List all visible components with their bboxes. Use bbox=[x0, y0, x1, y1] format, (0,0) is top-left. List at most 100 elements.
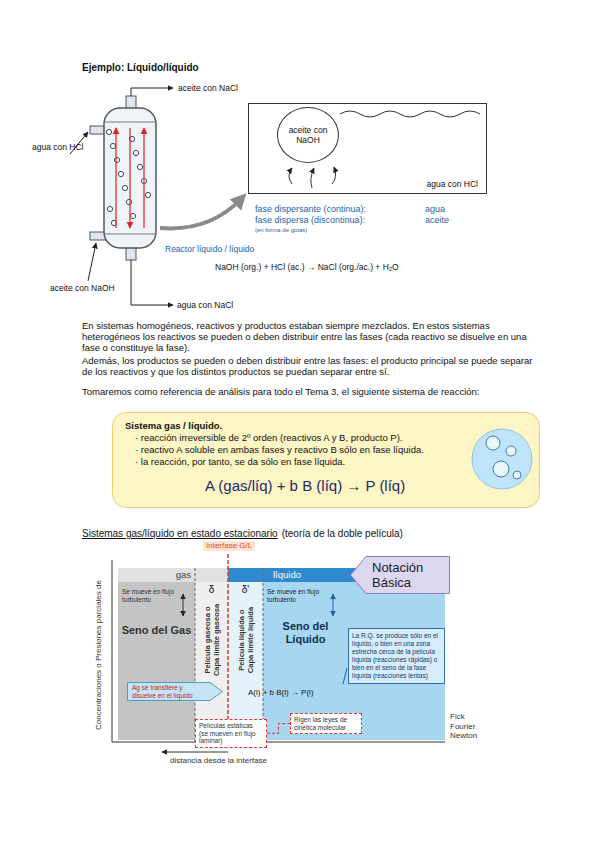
leader-line bbox=[131, 88, 173, 96]
node-text: δ bbox=[195, 584, 228, 595]
node-text: La R.Q. se produce sólo en el líquido, o… bbox=[352, 632, 441, 680]
phase-note: (en forma de gotas) bbox=[255, 227, 307, 234]
flow-arrow bbox=[116, 128, 144, 228]
section-heading: Sistemas gas/líquido en estado estaciona… bbox=[82, 528, 278, 539]
interface-wave bbox=[332, 167, 336, 184]
flow-arrow bbox=[129, 128, 130, 228]
flow-double-arrow bbox=[333, 594, 334, 616]
phase-region bbox=[263, 582, 445, 740]
phase-note: agua bbox=[425, 204, 445, 215]
phase-region bbox=[118, 582, 195, 740]
note-box: Rigen las leyes de cinética molecular bbox=[290, 713, 362, 734]
node-text: Ag se transfiere y disuelve en el líquid… bbox=[132, 684, 207, 699]
reactor-vessel bbox=[90, 96, 156, 260]
phase-note: aceite bbox=[425, 215, 449, 226]
node-text: Película gaseosa o Capa límite gaseosa bbox=[203, 600, 220, 680]
axis bbox=[112, 560, 445, 752]
stream-label: agua con NaCl bbox=[177, 300, 233, 311]
oil-droplet bbox=[114, 157, 119, 162]
leader-line bbox=[70, 88, 173, 305]
node-text: · la reacción, por tanto, se da sólo en … bbox=[125, 456, 465, 468]
interface-wave bbox=[311, 168, 314, 188]
stream-label: aceite con NaOH bbox=[50, 283, 115, 294]
zoom-box: agua con HCl aceite con NaOH bbox=[248, 103, 487, 194]
axis bbox=[112, 742, 445, 743]
stream-label: aceite con NaCl bbox=[178, 83, 238, 94]
zoom-arrow bbox=[160, 198, 242, 228]
section-heading: (teoría de la doble película) bbox=[282, 528, 403, 539]
node-text: Se mueve en flujo turbulento bbox=[122, 588, 177, 603]
law-names: Fick Fourier Newton bbox=[450, 712, 490, 741]
notation-arrow: Notación Básica bbox=[350, 556, 450, 594]
film-boundary bbox=[263, 568, 264, 742]
reactor-vessel bbox=[104, 234, 156, 235]
bubble-icon bbox=[486, 436, 500, 450]
arrow-shape bbox=[128, 683, 223, 701]
node-text: Se mueve en flujo turbulento bbox=[267, 588, 325, 603]
phase-region bbox=[195, 582, 228, 740]
gas-film-band: δPelícula gaseosa o Capa límite gaseosa bbox=[195, 583, 228, 740]
node-text: A (gas/líq) + b B (líq) → P (líq) bbox=[125, 477, 465, 495]
node-text: δ' bbox=[228, 584, 263, 595]
paragraph: En sistemas homogéneos, reactivos y prod… bbox=[82, 320, 540, 353]
flow-double-arrow bbox=[343, 668, 347, 684]
flow-arrow bbox=[143, 128, 144, 228]
axis-label: distancia desde la interfase bbox=[170, 756, 267, 766]
interface-line bbox=[228, 554, 229, 745]
node-text: Seno del Gas bbox=[118, 624, 195, 637]
node-text: líquido bbox=[273, 569, 301, 581]
flow-double-arrow bbox=[183, 594, 347, 684]
interface-line bbox=[227, 554, 229, 745]
bubble-icon bbox=[472, 429, 532, 489]
leader-line bbox=[131, 260, 173, 305]
page-title: Ejemplo: Líquido/líquido bbox=[82, 62, 199, 73]
node-text: Notación Básica bbox=[372, 560, 444, 590]
oil-droplet bbox=[133, 150, 138, 155]
node-text: Películas estáticas (se mueven en flujo … bbox=[199, 722, 263, 745]
liquid-film-band: δ' Película líquida o Capa límite líquida bbox=[228, 583, 263, 740]
callout-box: La R.Q. se produce sólo en el líquido, o… bbox=[348, 628, 445, 684]
paragraph: Tomaremos como referencia de análisis pa… bbox=[82, 386, 540, 397]
interface-wave bbox=[340, 111, 480, 117]
paragraph: Además, los productos se pueden o deben … bbox=[82, 355, 540, 377]
node-text: agua con HCl bbox=[426, 179, 478, 189]
stream-label: agua con HCl bbox=[32, 142, 84, 153]
bubble-icon bbox=[513, 471, 521, 479]
film-boundary bbox=[195, 568, 263, 742]
reactor-name: Reactor líquido / líquido bbox=[165, 244, 254, 255]
film-boundary bbox=[195, 568, 196, 742]
system-box: Sistema gas / líquido.· reacción irrever… bbox=[112, 412, 540, 508]
node-text: · reactivo A soluble en ambas fases y re… bbox=[125, 444, 465, 456]
oil-droplet bbox=[110, 143, 115, 148]
flow-double-arrow bbox=[183, 594, 184, 616]
node-text: Película líquida o Capa límite líquida bbox=[237, 600, 254, 680]
arrow-shape bbox=[351, 557, 450, 594]
node-text: Seno del Líquido bbox=[263, 620, 348, 646]
phase-region bbox=[118, 568, 228, 582]
axis bbox=[162, 752, 228, 753]
transfer-arrow: Ag se transfiere y disuelve en el líquid… bbox=[127, 682, 223, 701]
oil-droplet bbox=[126, 199, 131, 204]
droplet-circle: aceite con NaOH bbox=[277, 107, 339, 163]
oil-droplet bbox=[107, 206, 112, 211]
node-text: Rigen las leyes de cinética molecular bbox=[294, 716, 358, 731]
oil-droplet bbox=[130, 213, 135, 218]
oil-droplet bbox=[122, 185, 127, 190]
bubble-icon bbox=[493, 461, 509, 477]
node-text: aceite con NaOH bbox=[283, 125, 333, 145]
phase-note: fase dispersante (continua): bbox=[255, 204, 366, 215]
reactor-vessel bbox=[104, 122, 156, 123]
bubble-icon bbox=[471, 421, 533, 497]
reaction-equation: A(l) + b B(l) → P(l) bbox=[248, 688, 314, 698]
oil-droplet bbox=[106, 129, 111, 134]
bubble-icon bbox=[506, 446, 516, 456]
axis bbox=[112, 560, 113, 742]
interface-label: Interfase G/L bbox=[203, 541, 255, 551]
node-text: · reacción irreversible de 2º orden (rea… bbox=[125, 432, 465, 444]
oil-droplet bbox=[137, 164, 142, 169]
reactor-vessel bbox=[104, 108, 156, 248]
flow-arrow bbox=[115, 128, 116, 228]
node-text: Sistema gas / líquido. bbox=[125, 420, 465, 432]
node-text: gas bbox=[176, 569, 191, 581]
oil-droplet bbox=[118, 171, 123, 176]
